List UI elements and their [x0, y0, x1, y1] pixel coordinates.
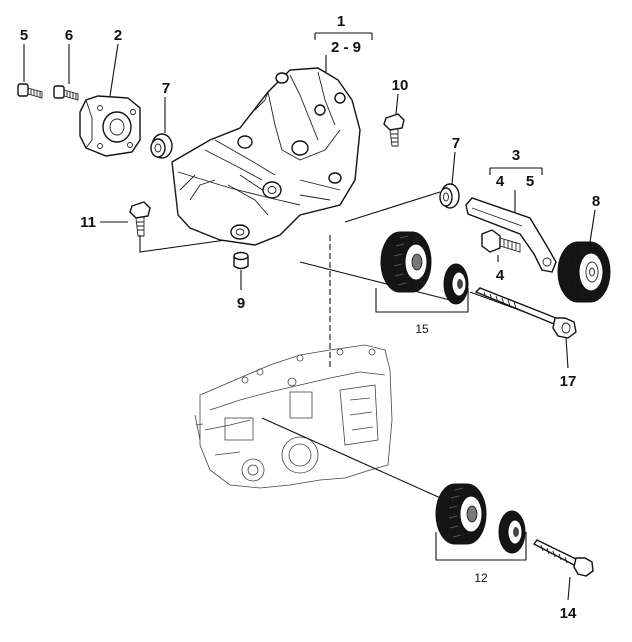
bolt-icon [17, 83, 43, 99]
callout-12: 12 [474, 571, 488, 585]
mounting-bracket-icon [171, 67, 361, 246]
dust-cover-icon [498, 510, 526, 554]
callout-5: 5 [20, 27, 28, 44]
callout-15: 15 [415, 322, 429, 336]
callout-10: 10 [392, 77, 409, 94]
callout-14: 14 [560, 605, 577, 622]
sleeve-icon [233, 251, 249, 270]
engine-block-icon [194, 344, 393, 489]
label-leaders [23, 43, 596, 601]
idler-pulley-icon [557, 241, 611, 303]
tensioner-housing-icon [79, 95, 141, 157]
idler-pulley-icon [435, 483, 487, 545]
bolt-icon [53, 85, 79, 101]
callout-7-left: 7 [162, 80, 170, 97]
bolt-icon [383, 113, 405, 147]
callout-3-part-4: 4 [496, 173, 505, 190]
idler-pulley-icon [380, 231, 432, 293]
callout-4: 4 [496, 267, 505, 284]
callout-9: 9 [237, 295, 245, 312]
callout-3: 3 [512, 147, 520, 164]
dust-cover-icon [443, 263, 469, 305]
callout-8: 8 [592, 193, 600, 210]
seal-ring-icon [150, 133, 173, 159]
callout-1: 1 [337, 13, 345, 30]
callout-3-part-5: 5 [526, 173, 534, 190]
tension-arm-icon [465, 197, 557, 273]
callout-17: 17 [560, 373, 577, 390]
callout-labels: 1 2 - 9 2 5 6 7 10 7 3 4 5 8 11 4 9 15 1… [20, 13, 600, 622]
callout-6: 6 [65, 27, 73, 44]
bolt-icon [474, 287, 577, 339]
callout-1-range: 2 - 9 [331, 39, 361, 56]
callout-7-right: 7 [452, 135, 460, 152]
bolt-icon [481, 229, 521, 253]
bolt-icon [532, 539, 594, 577]
bolt-icon [129, 201, 151, 237]
callout-11: 11 [80, 214, 96, 231]
callout-2: 2 [114, 27, 122, 44]
spacer-ring-icon [439, 183, 460, 209]
